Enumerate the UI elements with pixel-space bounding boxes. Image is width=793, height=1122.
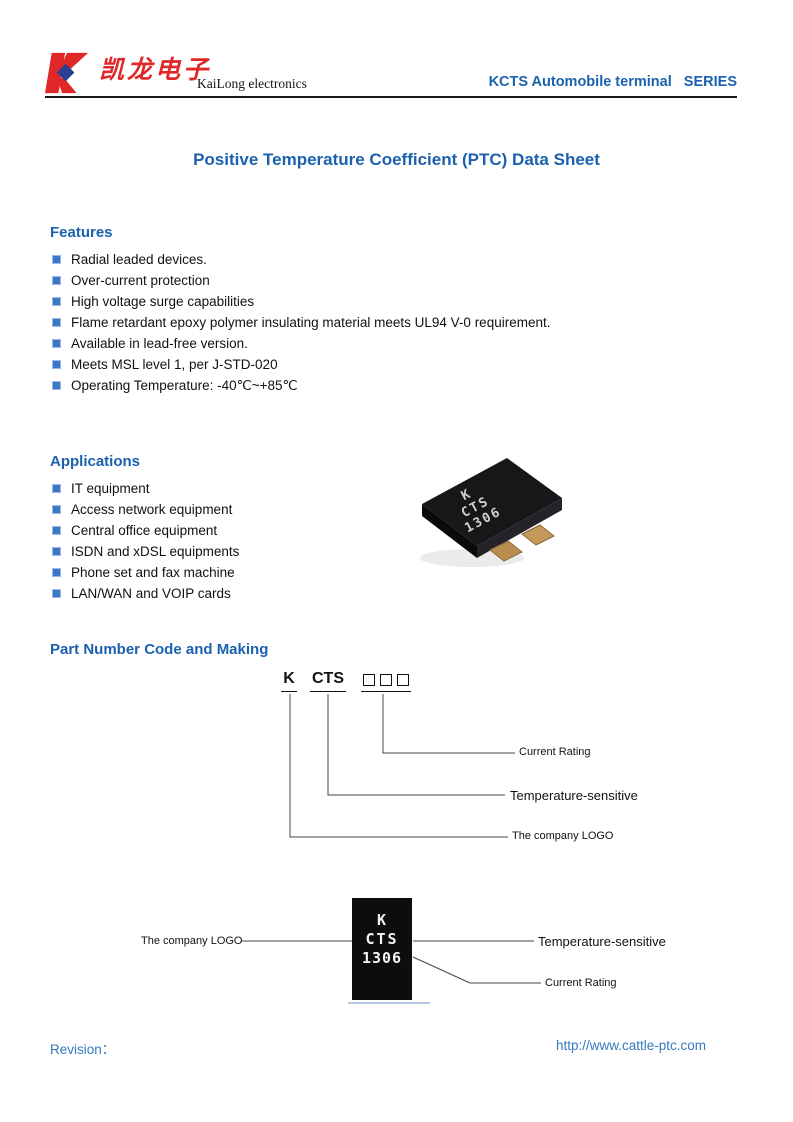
revision-label: Revision：: [50, 1042, 116, 1057]
feature-text: Over-current protection: [71, 273, 210, 288]
feature-text: Available in lead-free version.: [71, 336, 248, 351]
bullet-square-icon: [52, 526, 61, 535]
bullet-square-icon: [52, 339, 61, 348]
application-item: Phone set and fax machine: [50, 565, 410, 581]
feature-item: Over-current protection: [50, 273, 740, 289]
part-number-heading: Part Number Code and Making: [50, 641, 269, 658]
feature-text: Radial leaded devices.: [71, 252, 207, 267]
application-text: Access network equipment: [71, 502, 233, 517]
logo-company-name: KaiLong electronics: [197, 76, 307, 91]
features-heading: Features: [50, 224, 113, 241]
kailong-logo-icon: [45, 52, 89, 94]
application-text: LAN/WAN and VOIP cards: [71, 586, 231, 601]
features-section: Features Radial leaded devices. Over-cur…: [50, 224, 740, 399]
label-company-logo-bottom: The company LOGO: [141, 935, 243, 947]
application-item: IT equipment: [50, 481, 410, 497]
code-digit-boxes: [361, 674, 411, 692]
feature-text: Flame retardant epoxy polymer insulating…: [71, 315, 551, 330]
bullet-square-icon: [52, 276, 61, 285]
marking-line2: CTS: [365, 930, 399, 948]
application-item: Central office equipment: [50, 523, 410, 539]
digit-box-icon: [380, 674, 392, 686]
applications-heading: Applications: [50, 453, 141, 470]
header: 凯龙电子 KaiLong electronics KCTS Automobile…: [45, 50, 737, 98]
feature-item: Operating Temperature: -40℃~+85℃: [50, 378, 740, 394]
bullet-square-icon: [52, 505, 61, 514]
feature-item: Meets MSL level 1, per J-STD-020: [50, 357, 740, 373]
applications-list: IT equipment Access network equipment Ce…: [50, 481, 410, 602]
application-item: Access network equipment: [50, 502, 410, 518]
label-temperature-sensitive-bottom: Temperature-sensitive: [538, 934, 666, 949]
digit-box-icon: [363, 674, 375, 686]
code-series-letters: CTS: [310, 670, 346, 692]
bullet-square-icon: [52, 255, 61, 264]
code-logo-letter: K: [281, 670, 297, 692]
application-text: ISDN and xDSL equipments: [71, 544, 240, 559]
part-number-code: K CTS: [281, 670, 411, 692]
label-temperature-sensitive: Temperature-sensitive: [510, 788, 638, 803]
bullet-square-icon: [52, 484, 61, 493]
marking-line1: K: [376, 911, 388, 929]
marking-line3: 1306: [361, 949, 403, 967]
application-text: IT equipment: [71, 481, 150, 496]
feature-item: Radial leaded devices.: [50, 252, 740, 268]
feature-item: Flame retardant epoxy polymer insulating…: [50, 315, 740, 331]
series-title: KCTS Automobile terminal SERIES: [488, 74, 737, 90]
bullet-square-icon: [52, 589, 61, 598]
bullet-square-icon: [52, 318, 61, 327]
page-title: Positive Temperature Coefficient (PTC) D…: [193, 150, 600, 169]
bullet-square-icon: [52, 381, 61, 390]
feature-text: High voltage surge capabilities: [71, 294, 255, 309]
application-text: Central office equipment: [71, 523, 218, 538]
label-company-logo: The company LOGO: [512, 830, 614, 842]
application-item: LAN/WAN and VOIP cards: [50, 586, 410, 602]
feature-text: Meets MSL level 1, per J-STD-020: [71, 357, 278, 372]
bullet-square-icon: [52, 360, 61, 369]
application-text: Phone set and fax machine: [71, 565, 235, 580]
website-link[interactable]: http://www.cattle-ptc.com: [555, 1038, 706, 1053]
feature-text: Operating Temperature: -40℃~+85℃: [71, 378, 298, 393]
logo-chinese-text: 凯龙电子: [99, 56, 212, 84]
digit-box-icon: [397, 674, 409, 686]
feature-item: High voltage surge capabilities: [50, 294, 740, 310]
label-current-rating: Current Rating: [519, 746, 591, 758]
bullet-square-icon: [52, 297, 61, 306]
features-list: Radial leaded devices. Over-current prot…: [50, 252, 740, 394]
component-marking-drawing: K CTS 1306: [352, 898, 412, 1000]
bullet-square-icon: [52, 547, 61, 556]
application-item: ISDN and xDSL equipments: [50, 544, 410, 560]
feature-item: Available in lead-free version.: [50, 336, 740, 352]
label-current-rating-bottom: Current Rating: [545, 977, 617, 989]
applications-section: Applications IT equipment Access network…: [50, 453, 410, 607]
bullet-square-icon: [52, 568, 61, 577]
ptc-component-photo: K CTS 1306: [420, 458, 562, 567]
